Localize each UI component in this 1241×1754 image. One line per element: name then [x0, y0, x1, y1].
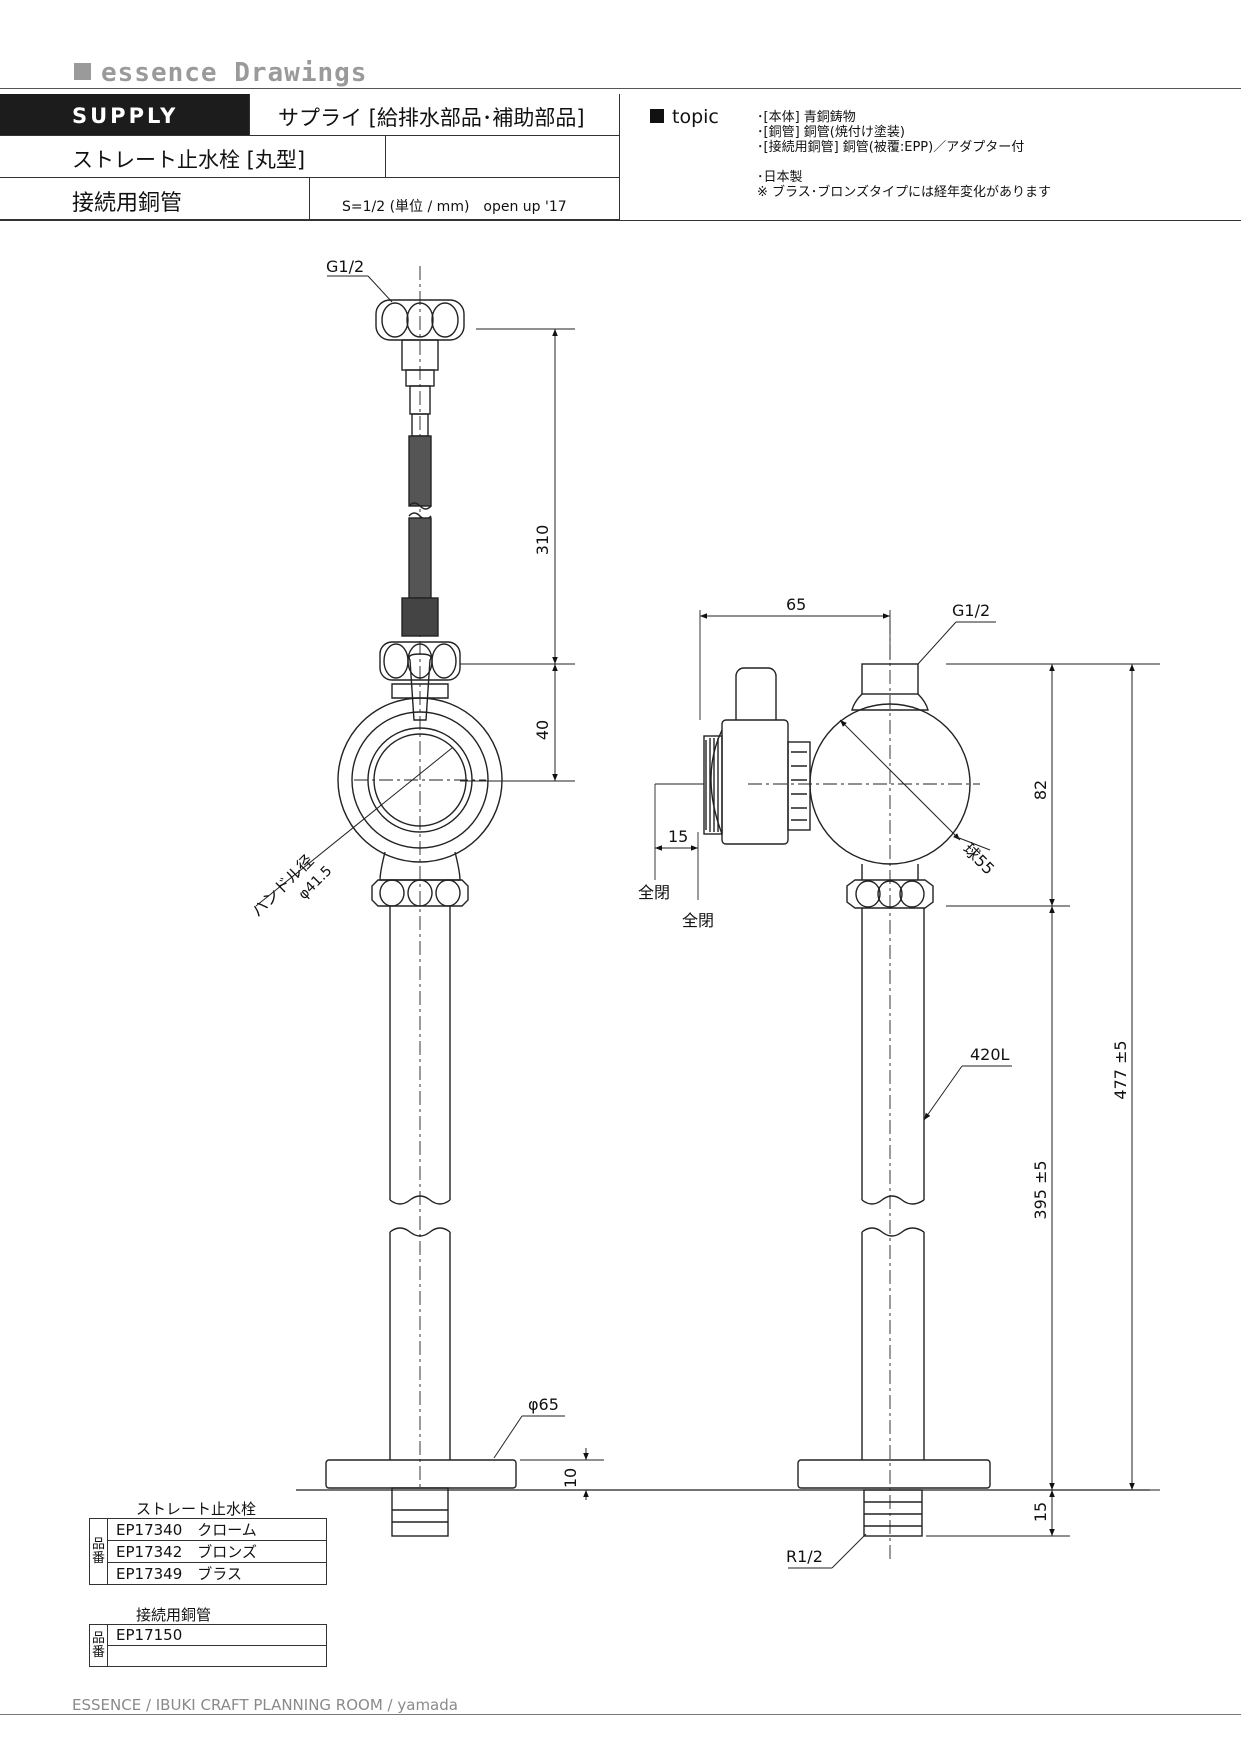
- label-r12: R1/2: [786, 1547, 823, 1566]
- front-view: [255, 266, 604, 1537]
- label-395: 395 ±5: [1031, 1160, 1050, 1219]
- note-line: ･[接続用銅管] 銅管(被覆:EPP)／アダプター付: [757, 140, 1025, 155]
- label-15-bottom: 15: [1031, 1502, 1050, 1522]
- label-310: 310: [533, 525, 552, 556]
- brand-text: essence Drawings: [101, 58, 368, 88]
- title-block: SUPPLY サプライ [給排水部品･補助部品] ストレート止水栓 [丸型] 接…: [0, 94, 1241, 220]
- topic-square-icon: [650, 109, 664, 123]
- category-jp: サプライ [給排水部品･補助部品]: [250, 94, 620, 136]
- label-10: 10: [561, 1468, 580, 1488]
- footer-text: ESSENCE / IBUKI CRAFT PLANNING ROOM / ya…: [72, 1696, 458, 1714]
- pipe-table-title: 接続用銅管: [136, 1606, 212, 1624]
- scale-note: S=1/2 (単位 / mm) open up '17: [310, 178, 620, 220]
- topic-notes: ･[本体] 青銅鋳物 ･[銅管] 銅管(焼付け塗装) ･[接続用銅管] 銅管(被…: [757, 110, 1051, 200]
- label-40: 40: [533, 720, 552, 740]
- valve-part-table: 品番 EP17340 クローム EP17342 ブロンズ EP17349 ブラス: [88, 1518, 327, 1585]
- brand-title: essence Drawings: [74, 58, 367, 88]
- topic-label: topic: [672, 106, 719, 128]
- table-row: EP17150: [107, 1624, 327, 1646]
- label-sphere: 球55: [959, 839, 998, 878]
- label-477: 477 ±5: [1111, 1040, 1130, 1099]
- side-view: [654, 610, 1160, 1569]
- topic-heading: topic: [650, 106, 719, 128]
- valve-side-label: 品番: [88, 1518, 109, 1585]
- note-line: ※ ブラス･ブロンズタイプには経年変化があります: [757, 185, 1052, 200]
- note-line: ･[本体] 青銅鋳物: [757, 110, 856, 125]
- sub-name: 接続用銅管: [0, 178, 310, 220]
- note-line: ･[銅管] 銅管(焼付け塗装): [757, 125, 905, 140]
- label-zenhei-2: 全閉: [682, 911, 714, 930]
- category-label: SUPPLY: [0, 94, 250, 136]
- label-82: 82: [1031, 780, 1050, 800]
- note-line: ･日本製: [757, 170, 803, 185]
- top-divider: [0, 88, 1241, 89]
- label-zenhei-1: 全閉: [638, 883, 670, 902]
- brand-square-icon: [74, 63, 91, 80]
- product-name: ストレート止水栓 [丸型]: [0, 136, 386, 178]
- empty-cell: [386, 136, 620, 178]
- label-g12-left: G1/2: [326, 257, 364, 276]
- label-420L: 420L: [970, 1045, 1010, 1064]
- pipe-part-table: 品番 EP17150: [88, 1624, 327, 1667]
- table-row: EP17340 クローム: [107, 1518, 327, 1541]
- footer-line: [0, 1714, 1241, 1715]
- valve-table-title: ストレート止水栓: [136, 1500, 257, 1518]
- label-65: 65: [786, 595, 806, 614]
- table-row: [107, 1645, 327, 1667]
- table-row: EP17342 ブロンズ: [107, 1540, 327, 1563]
- pipe-side-label: 品番: [88, 1624, 109, 1667]
- label-phi65: φ65: [528, 1395, 559, 1414]
- label-g12-right: G1/2: [952, 601, 990, 620]
- header-bottom-line: [0, 220, 1241, 221]
- label-15-left: 15: [668, 827, 688, 846]
- table-row: EP17349 ブラス: [107, 1562, 327, 1585]
